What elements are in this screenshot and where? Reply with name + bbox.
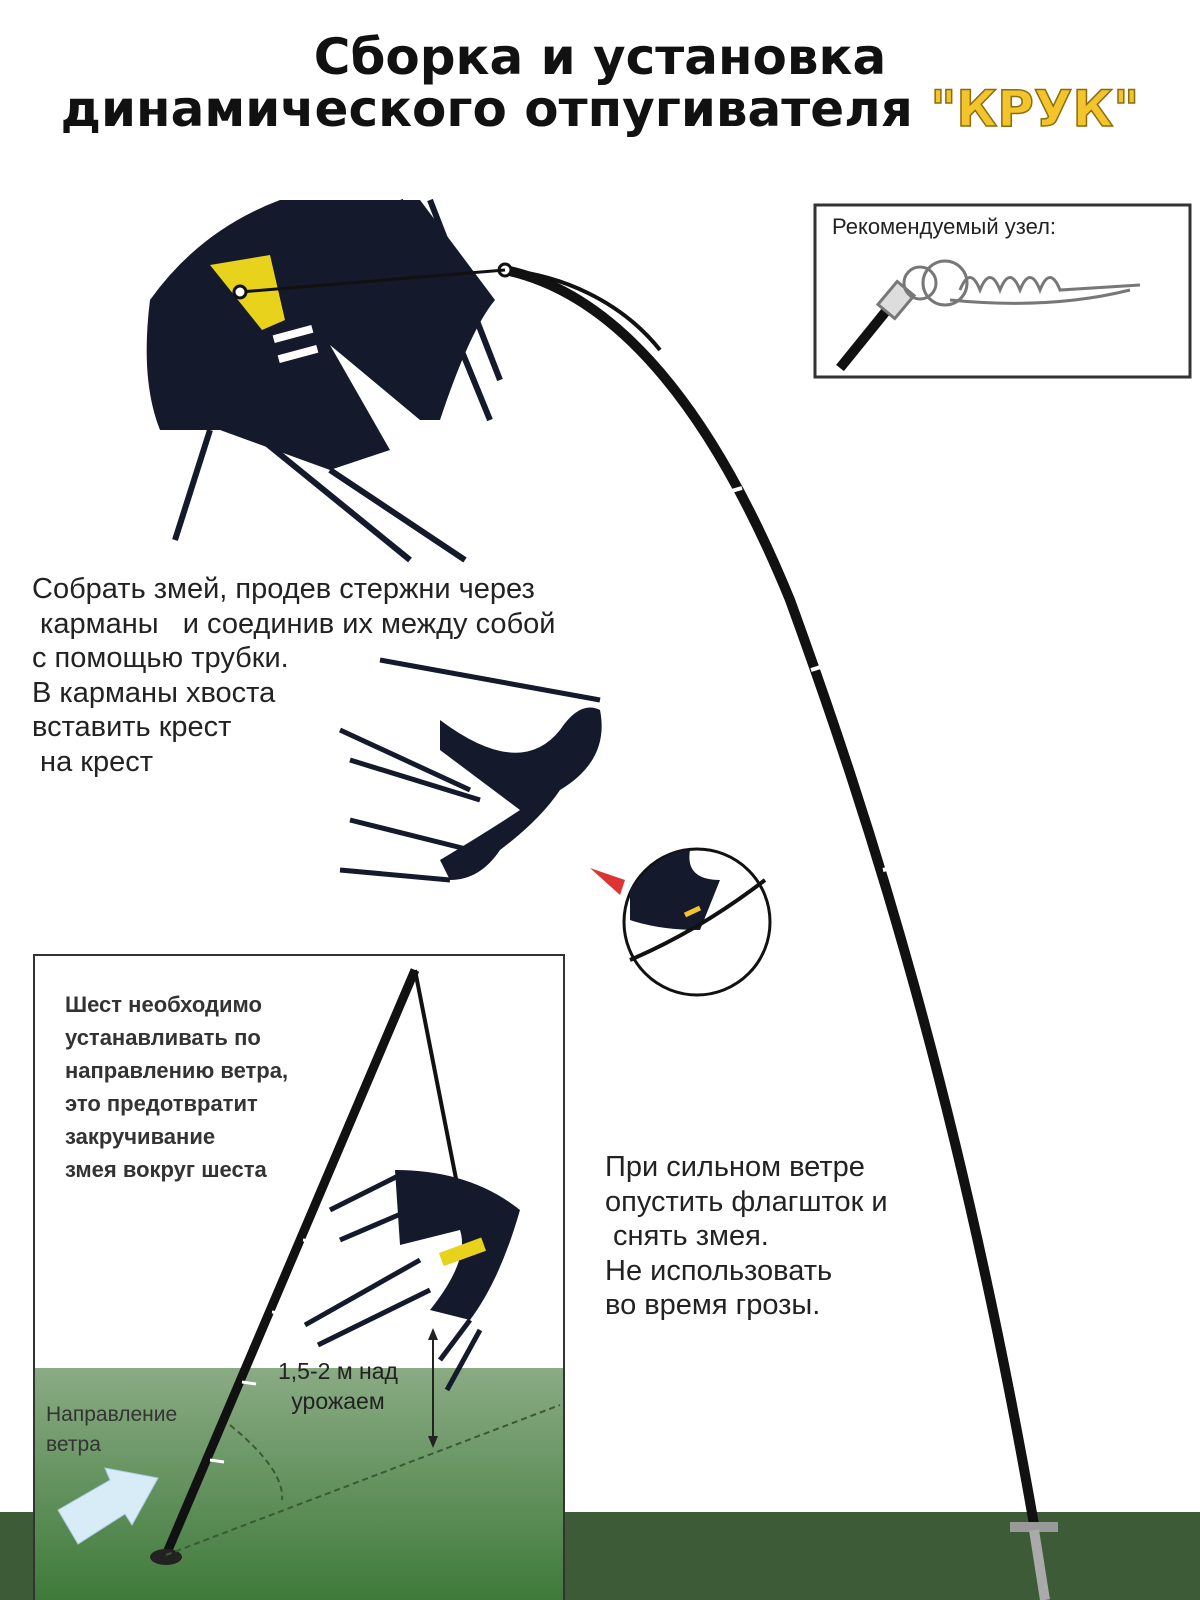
title-text: динамического отпугивателя xyxy=(60,80,913,138)
flagpole xyxy=(503,265,1040,1531)
kite-small xyxy=(303,1170,520,1392)
knot-icon xyxy=(836,259,1141,372)
wind-arrow-icon xyxy=(57,1467,159,1545)
small-pole xyxy=(161,968,420,1557)
height-label: 1,5-2 м над урожаем xyxy=(278,1358,398,1414)
assembly-instructions: Собрать змей, продев стержни через карма… xyxy=(32,573,556,778)
kite-tail-assembly xyxy=(338,657,602,883)
detail-magnifier xyxy=(590,847,772,997)
title-line-2: динамического отпугивателя "КРУК" xyxy=(0,83,1200,135)
knot-label: Рекомендуемый узел: xyxy=(832,214,1057,239)
pole-installation-note: Шест необходимо устанавливать по направл… xyxy=(65,992,289,1182)
title-line-1: Сборка и установка xyxy=(313,28,887,86)
wind-direction-label: Направление ветра xyxy=(46,1403,178,1456)
brand-name: "КРУК" xyxy=(930,80,1141,138)
pole-base xyxy=(1010,1522,1058,1532)
angle-guide xyxy=(165,1404,561,1556)
pole-joints xyxy=(727,486,1029,1332)
wind-warning: При сильном ветре опустить флагшток и сн… xyxy=(605,1151,888,1321)
flagpole-tip xyxy=(504,268,662,352)
kite-top xyxy=(146,198,506,563)
